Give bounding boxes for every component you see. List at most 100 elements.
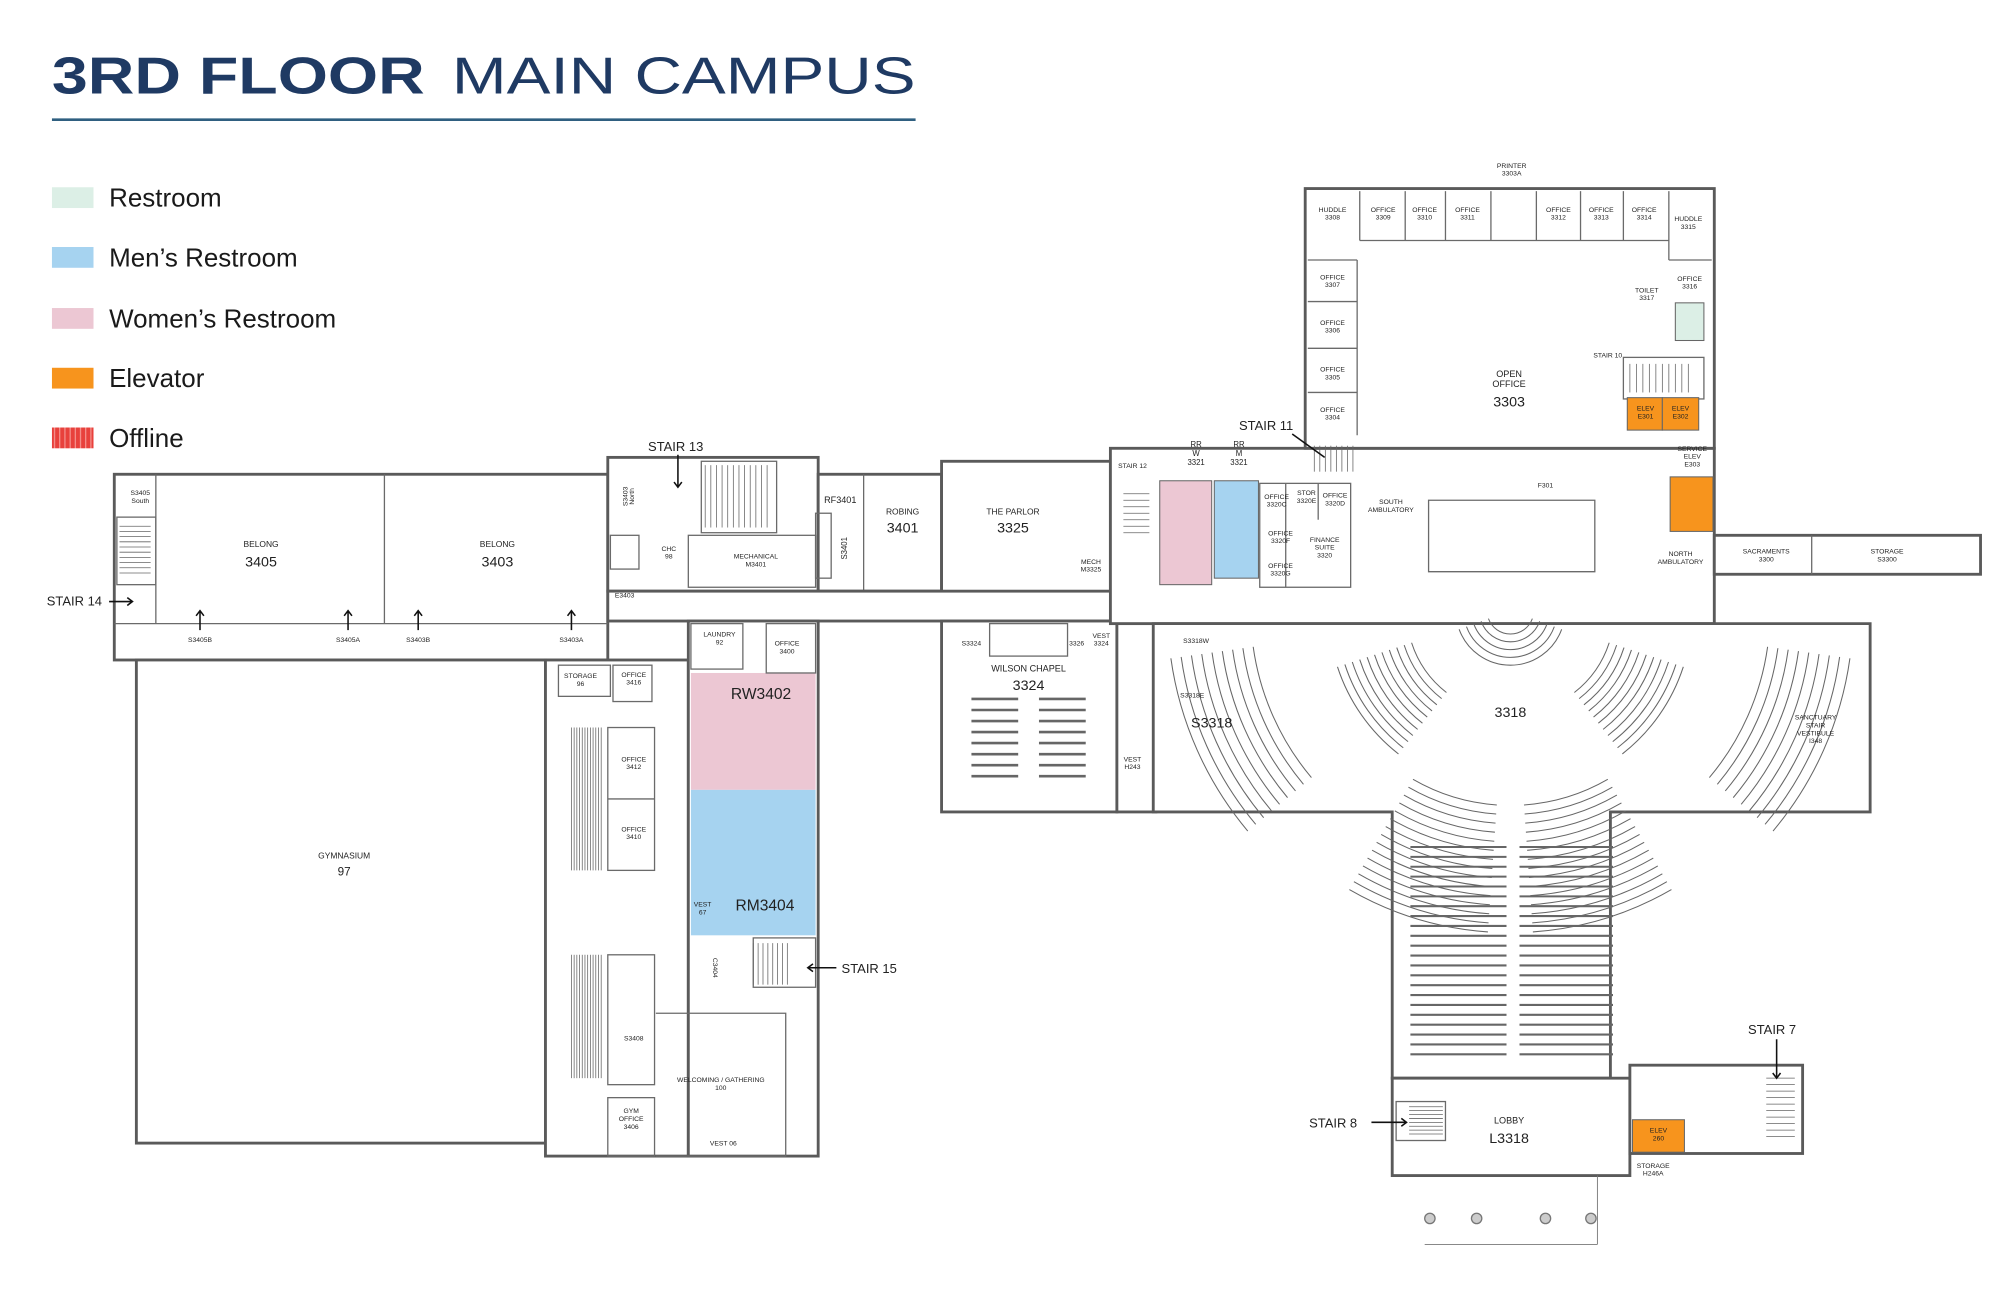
room-s3408[interactable]: S3408	[624, 1036, 644, 1043]
sanctuary-seating-row	[1530, 857, 1654, 897]
room-label-text: STOR	[1297, 490, 1316, 497]
room-rm3404[interactable]: RM3404	[735, 898, 794, 915]
elevator-e302[interactable]	[1661, 397, 1700, 431]
room-label-text: L3318	[1489, 1131, 1529, 1147]
room-label-text: 3400	[780, 648, 795, 655]
mens-restroom-rrm3321[interactable]	[1213, 480, 1259, 579]
room-label-text: VEST	[1092, 633, 1110, 640]
womens-restroom-rw3402[interactable]	[690, 672, 816, 790]
room-label-text: OFFICE	[1677, 276, 1702, 283]
room-s3403b[interactable]: S3403B	[406, 637, 431, 644]
restroom-toilet-3317[interactable]	[1674, 302, 1705, 342]
room-s3405b[interactable]: S3405B	[188, 637, 213, 644]
room-label-text: VEST	[1124, 756, 1142, 763]
sanctuary-seating-row	[1353, 881, 1489, 924]
sanctuary-seating-row	[1732, 651, 1799, 798]
room-s3318w[interactable]: S3318W	[1183, 638, 1210, 645]
sanctuary-seating-row	[1716, 648, 1779, 785]
room-label-text: 98	[665, 554, 673, 561]
room-s3324[interactable]: S3324	[962, 641, 982, 648]
room-sanctuary-3318[interactable]: 3318	[1495, 705, 1527, 721]
room-s3403a[interactable]: S3403A	[559, 637, 584, 644]
sanctuary-seating-row	[1252, 646, 1312, 778]
room-3326[interactable]: 3326	[1069, 641, 1084, 648]
room-s3405a[interactable]: S3405A	[336, 637, 361, 644]
room-vest-06[interactable]: VEST 06	[710, 1141, 737, 1148]
room-rw3402[interactable]: RW3402	[731, 686, 791, 703]
mens-restroom-rm3404[interactable]	[690, 789, 816, 936]
room-s3318e[interactable]: S3318E	[1180, 693, 1205, 700]
room-label-text: OFFICE	[619, 1116, 644, 1123]
room-f301[interactable]: F301	[1538, 482, 1554, 489]
room-label-text: 3403	[482, 554, 514, 570]
room-s3401[interactable]: S3401	[840, 537, 849, 560]
room-s3318[interactable]: S3318	[1191, 716, 1232, 732]
room-e3403[interactable]: E3403	[615, 593, 635, 600]
room-rf3401[interactable]: RF3401	[824, 495, 856, 505]
womens-restroom-rrw3321[interactable]	[1159, 480, 1213, 586]
room-label-text: NORTH	[1669, 551, 1693, 558]
room-c3404[interactable]: C3404	[711, 958, 718, 978]
service-elevator-e303[interactable]	[1669, 476, 1714, 532]
title-bold: 3RD FLOOR	[52, 48, 425, 106]
elevator-260[interactable]	[1631, 1119, 1685, 1153]
